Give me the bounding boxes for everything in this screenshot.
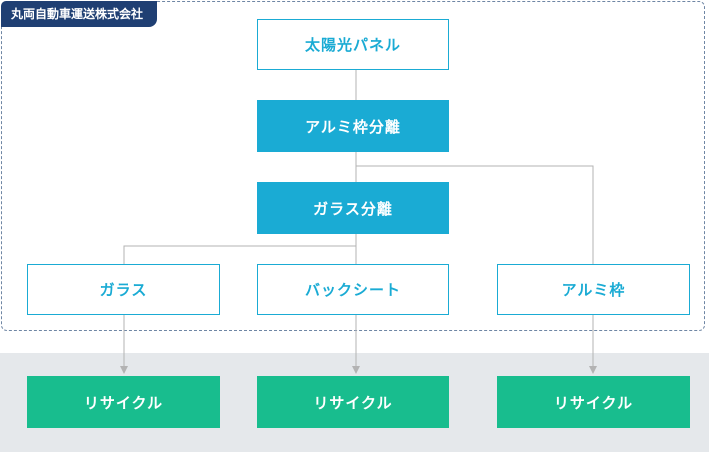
node-aluminum-frame: アルミ枠 — [497, 264, 690, 315]
node-recycle-backsheet: リサイクル — [257, 376, 449, 428]
company-label: 丸両自動車運送株式会社 — [1, 1, 158, 27]
node-solar-panel: 太陽光パネル — [257, 19, 449, 70]
connector-frame-to-aluminum — [356, 165, 594, 264]
connector-glass-separation-to-glass — [123, 245, 356, 264]
node-glass: ガラス — [27, 264, 220, 315]
node-backsheet: バックシート — [257, 264, 449, 315]
company-scope-frame — [1, 1, 705, 331]
node-aluminum-frame-separation: アルミ枠分離 — [257, 100, 449, 152]
node-recycle-aluminum: リサイクル — [497, 376, 690, 428]
node-glass-separation: ガラス分離 — [257, 182, 449, 234]
node-recycle-glass: リサイクル — [27, 376, 220, 428]
